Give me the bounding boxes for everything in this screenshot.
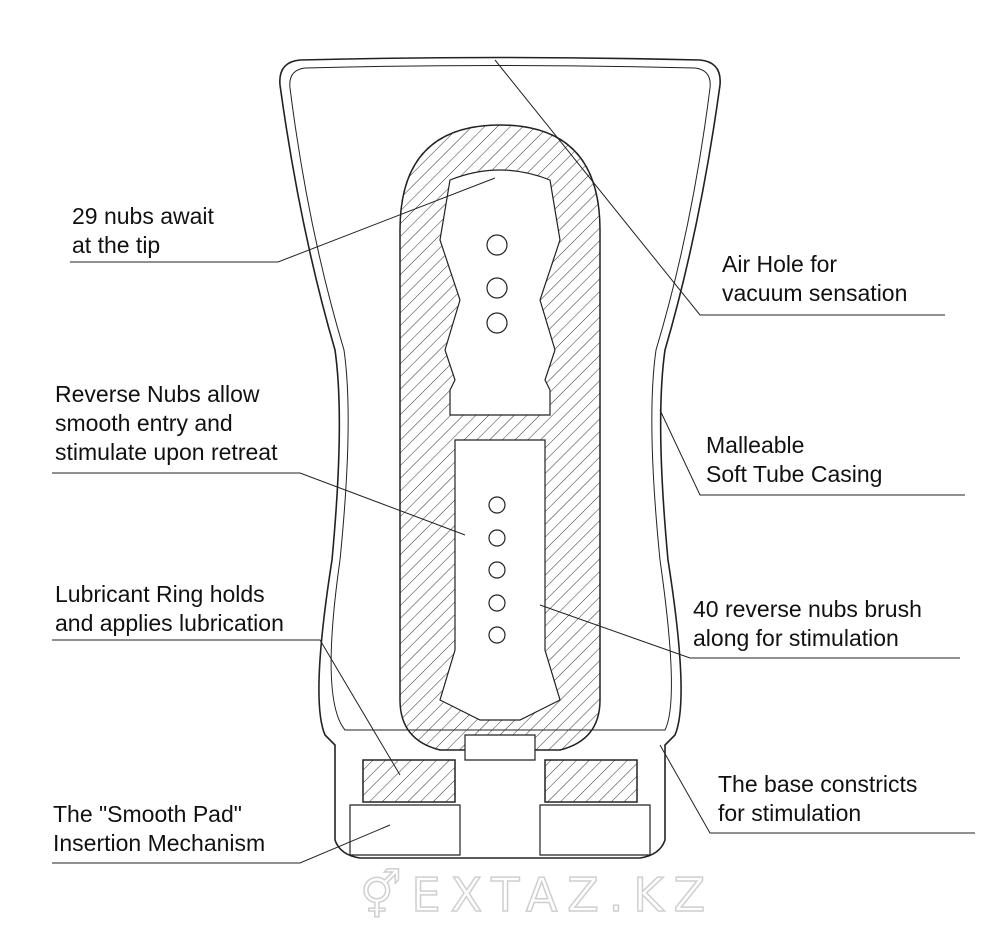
label-reverse-nubs: Reverse Nubs allow smooth entry and stim… xyxy=(55,381,278,465)
label-lubricant-ring: Lubricant Ring holds and applies lubrica… xyxy=(55,581,284,636)
base-cap xyxy=(349,804,651,856)
label-air-hole: Air Hole for vacuum sensation xyxy=(722,251,908,306)
inner-channel xyxy=(439,169,561,761)
lubricant-ring-left xyxy=(362,759,456,803)
inner-casing xyxy=(289,65,711,731)
nub-holes xyxy=(486,234,508,644)
label-smooth-pad: The "Smooth Pad" Insertion Mechanism xyxy=(53,801,266,856)
label-casing: Malleable Soft Tube Casing xyxy=(706,432,883,487)
label-base: The base constricts for stimulation xyxy=(718,771,918,826)
leader-lines xyxy=(52,59,975,864)
lubricant-ring-right xyxy=(544,759,638,803)
label-nubs-tip: 29 nubs await at the tip xyxy=(72,203,214,258)
label-reverse-brush: 40 reverse nubs brush along for stimulat… xyxy=(693,596,922,651)
outer-casing xyxy=(279,56,721,859)
watermark: ⚥EXTAZ.KZ xyxy=(359,867,716,923)
